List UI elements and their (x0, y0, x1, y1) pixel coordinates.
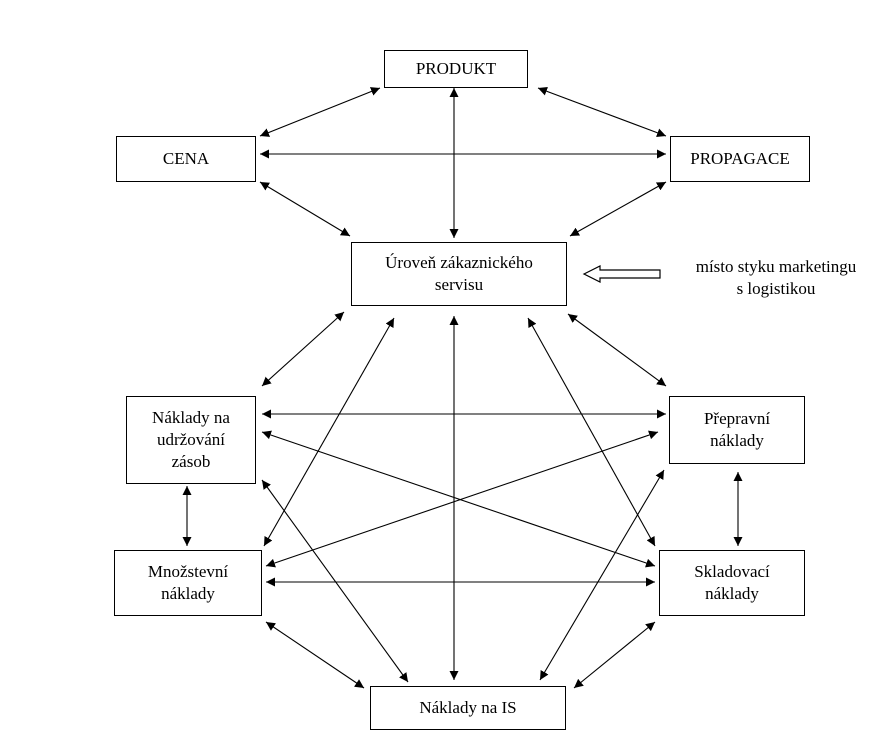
arrow-uroven-mnozstevni (263, 317, 395, 547)
node-prepravni-naklady: Přepravní náklady (669, 396, 805, 464)
arrow-prepravni-mnozstevni (265, 430, 659, 568)
node-udrzovani-zasob: Náklady na udržování zásob (126, 396, 256, 484)
node-naklady-na-is-label: Náklady na IS (419, 698, 517, 717)
arrow-propagace-uroven (569, 181, 667, 237)
arrow-uroven-prepravni (567, 313, 667, 387)
node-uroven-servisu-label: Úroveň zákaznického servisu (385, 253, 533, 294)
node-propagace-label: PROPAGACE (690, 149, 790, 168)
node-cena-label: CENA (162, 149, 210, 168)
node-naklady-na-is: Náklady na IS (370, 686, 566, 730)
arrow-udrzovani-is (261, 479, 409, 683)
arrow-prepravni-is (539, 469, 665, 681)
arrow-udrzovani-skladovaci (261, 430, 656, 568)
node-propagace: PROPAGACE (670, 136, 810, 182)
arrow-uroven-skladovaci (527, 317, 656, 547)
arrow-cena-uroven (259, 181, 351, 237)
arrow-produkt-cena (259, 87, 381, 137)
arrow-uroven-udrzovani (261, 311, 345, 387)
hollow-arrow-icon (582, 265, 661, 283)
node-produkt-label: PRODUKT (415, 59, 497, 78)
arrow-skladovaci-is (573, 621, 656, 689)
node-cena: CENA (116, 136, 256, 182)
node-uroven-servisu: Úroveň zákaznického servisu (351, 242, 567, 306)
node-mnozstevni-naklady-label: Množstevní náklady (147, 562, 229, 603)
node-prepravni-naklady-label: Přepravní náklady (703, 409, 771, 450)
arrow-mnozstevni-is (265, 621, 365, 689)
node-udrzovani-zasob-label: Náklady na udržování zásob (152, 408, 230, 471)
node-mnozstevni-naklady: Množstevní náklady (114, 550, 262, 616)
node-produkt: PRODUKT (384, 50, 528, 88)
arrow-produkt-propagace (537, 86, 667, 138)
node-skladovaci-naklady-label: Skladovací náklady (694, 562, 770, 603)
annotation-text: místo styku marketingu s logistikou (695, 257, 857, 298)
node-skladovaci-naklady: Skladovací náklady (659, 550, 805, 616)
